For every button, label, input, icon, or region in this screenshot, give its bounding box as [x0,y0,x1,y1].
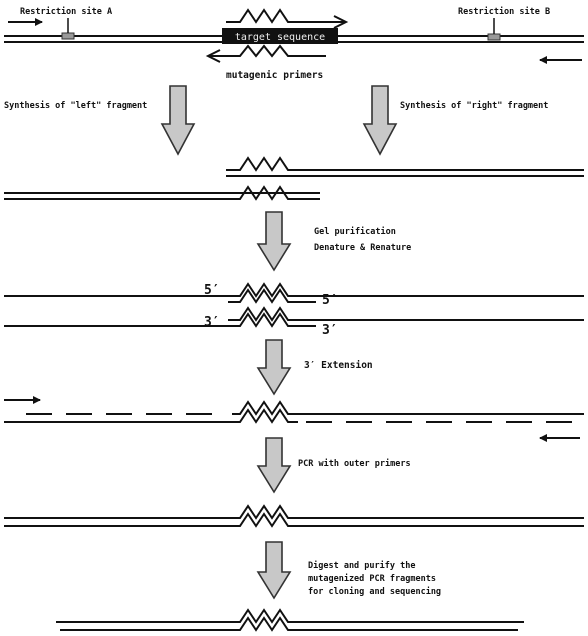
end-5-prime-bottom: 5′ [322,293,338,308]
synthesis-right-label: Synthesis of "right" fragment [400,100,548,111]
restriction-site-a-label: Restriction site A [20,6,112,17]
heteroduplex-bottom [4,306,584,328]
target-sequence-box: target sequence [222,28,338,44]
digest-label-line1: Digest and purify the [308,560,415,571]
end-3-prime-top: 3′ [204,315,220,330]
digest-arrow [256,541,292,600]
extended-product [4,400,584,424]
pcr-product [4,504,584,528]
gel-purification-label: Gel purification [314,226,396,237]
left-fragment [4,185,320,201]
digest-label-line2: mutagenized PCR fragments [308,573,436,584]
end-5-prime-top: 5′ [204,283,220,298]
mutagenic-primer-bottom [205,44,326,63]
synthesis-left-label: Synthesis of "left" fragment [4,100,147,111]
pcr-outer-primers-label: PCR with outer primers [298,458,411,469]
end-3-prime-bottom: 3′ [322,323,338,338]
heteroduplex-top [4,282,584,304]
final-mutagenized-fragment [56,608,524,632]
restriction-site-a-marker [61,18,75,40]
pcr-arrow [256,437,292,494]
restriction-site-b-label: Restriction site B [458,6,550,17]
synthesis-right-arrow [362,85,398,156]
gel-purification-arrow [256,211,292,272]
extension-label: 3′ Extension [304,360,373,371]
synthesis-left-arrow [160,85,196,156]
right-fragment [226,156,584,177]
mutagenic-primer-top [226,8,349,29]
extension-arrow [256,339,292,396]
digest-label-line3: for cloning and sequencing [308,586,441,597]
denature-renature-label: Denature & Renature [314,243,411,253]
restriction-site-b-marker [487,18,501,41]
target-sequence-label: target sequence [235,32,325,43]
mutagenic-primers-label: mutagenic primers [226,70,323,81]
